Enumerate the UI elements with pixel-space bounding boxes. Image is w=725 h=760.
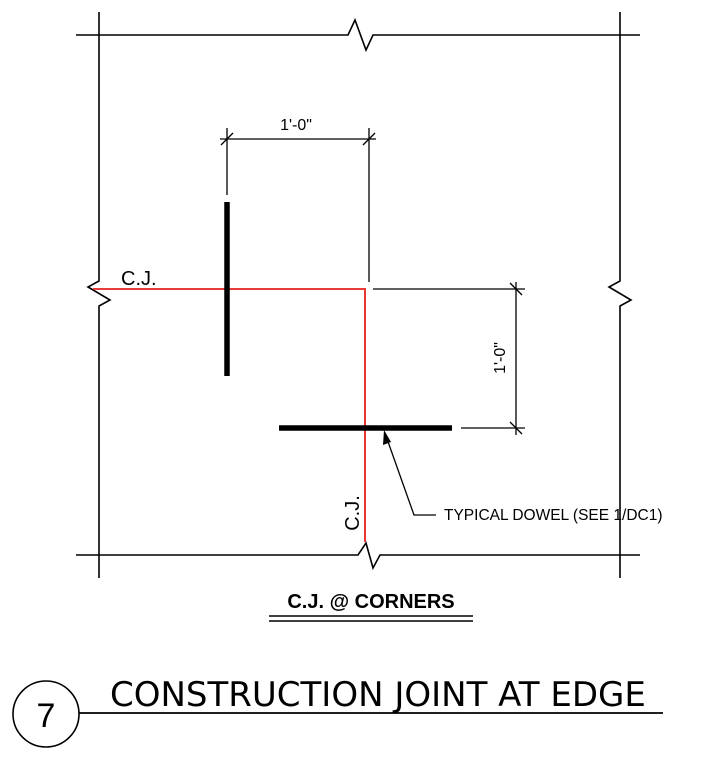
detail-number-bubble <box>12 680 80 748</box>
top-edge-break-line <box>76 17 640 53</box>
leader-arrowhead <box>383 430 391 445</box>
bottom-edge-break-line <box>76 541 640 571</box>
detail-number: 7 <box>37 697 56 735</box>
detail-title: CONSTRUCTION JOINT AT EDGE <box>110 675 646 715</box>
construction-joint-line <box>93 288 366 542</box>
left-edge-break-line <box>86 12 112 578</box>
cj-label-horizontal: C.J. <box>121 268 157 290</box>
horizontal-dimension <box>220 128 376 282</box>
dowel-leader <box>385 435 436 516</box>
slab-outline <box>76 12 640 578</box>
vertical-dimension <box>373 282 525 435</box>
cj-label-vertical: C.J. <box>342 495 364 531</box>
detail-subtitle: C.J. @ CORNERS <box>287 591 454 613</box>
dowel-note-text: TYPICAL DOWEL (SEE 1/DC1) <box>444 507 662 524</box>
right-edge-break-line <box>607 12 633 578</box>
horizontal-dimension-text: 1'-0" <box>280 117 312 134</box>
vertical-dimension-text: 1'-0" <box>492 342 509 374</box>
